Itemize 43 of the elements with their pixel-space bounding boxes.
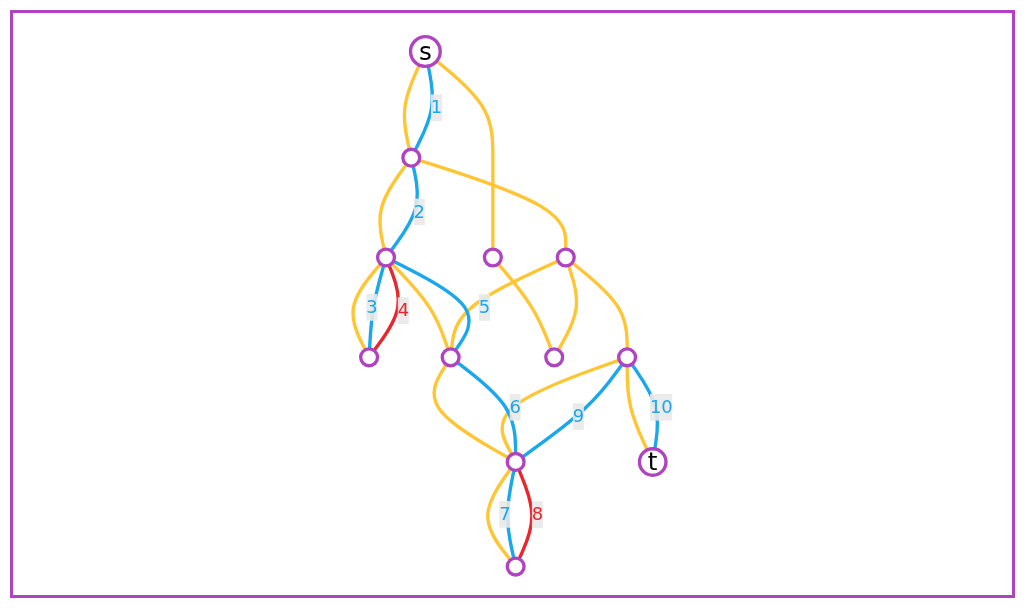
connector [556,264,578,351]
connector [521,363,624,459]
connector [516,469,534,560]
node-circle [482,247,503,268]
node-circle [440,347,461,368]
connector [413,65,434,151]
connector [435,59,495,250]
connector [625,365,649,451]
connector [372,264,400,352]
edge-label: 8 [531,503,543,525]
connector [389,165,419,252]
edge-label: 9 [572,405,584,427]
connector [500,358,620,456]
node-circle [637,447,668,477]
connector [402,64,421,150]
edge-label: 3 [365,296,378,318]
edge-label: 10 [649,396,673,418]
connector [390,262,450,350]
edge-label: 7 [498,503,511,525]
edge-label: 1 [430,96,442,118]
connector [377,163,408,250]
edge-label: 5 [478,296,490,318]
connector [570,261,629,349]
connector [485,467,512,562]
connector [449,259,559,350]
node-circle [543,347,564,368]
connector [455,361,517,454]
node-circle [375,247,396,268]
edge-label: 2 [413,200,425,222]
node-circle [555,247,576,268]
edge-label: 4 [397,299,409,321]
node-circle [505,556,526,577]
node-circle [400,147,422,168]
node-circle [505,451,526,473]
connector [350,262,382,351]
node-circle [358,347,379,368]
node-circle [408,34,442,68]
frame-border: 1 2 3 4 5 6 7 8 9 10 s t [10,10,1015,598]
connector [432,363,509,460]
node-circle [616,347,637,368]
edge-label: 6 [509,396,521,418]
connector [496,262,553,351]
connector [392,259,471,352]
